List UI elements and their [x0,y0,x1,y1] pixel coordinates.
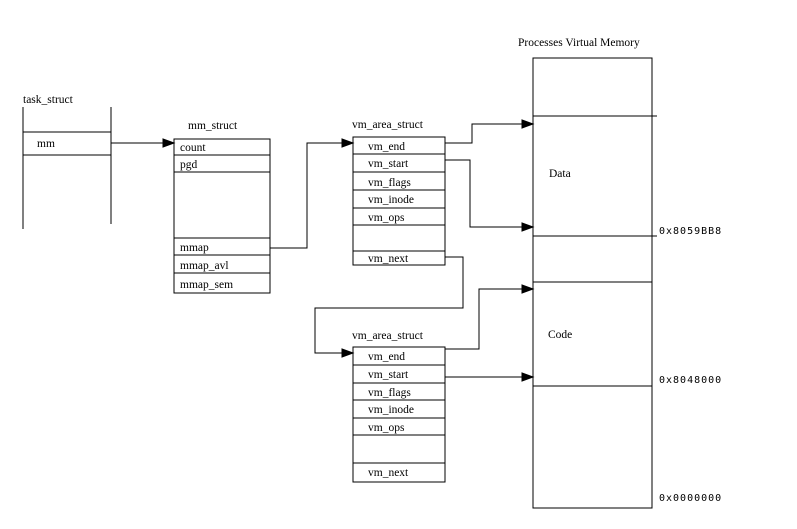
task-struct-group: task_struct mm [22,94,112,229]
connector-vma1-vm-end-to-data-top [445,119,535,144]
connector-line [445,123,522,144]
vm-area-struct-1-group: vm_area_struct vm_end vm_start vm_flags … [352,119,446,266]
mm-struct-title: mm_struct [188,120,238,132]
connector-mmap-to-vma1 [270,138,355,249]
vma2-box [352,346,446,483]
connector-vma1-vm-next-to-vma2 [314,256,464,358]
arrowhead-icon [341,348,355,358]
vma1-row-vm-end: vm_end [368,141,405,153]
task-struct-mm-field: mm [37,138,55,150]
mm-struct-row-mmap: mmap [180,242,209,254]
connector-line [270,142,343,249]
address-code-start: 0x8048000 [659,375,722,386]
vm-area-struct-2-group: vm_area_struct vm_end vm_start vm_flags … [352,330,446,483]
arrowhead-icon [521,119,535,129]
vma1-row-vm-next: vm_next [368,253,409,265]
connector-mm-to-mm-struct [111,138,176,148]
connector-line [314,256,464,354]
mm-struct-box [173,138,271,294]
vma2-row-vm-end: vm_end [368,351,405,363]
connector-vma2-vm-end-to-code-top [445,284,535,350]
arrowhead-icon [521,372,535,382]
task-struct-title: task_struct [23,94,74,106]
code-segment-label: Code [548,329,572,341]
mm-struct-row-mmap-avl: mmap_avl [180,260,229,272]
memory-map-box [532,57,653,509]
vma1-row-vm-start: vm_start [368,158,409,170]
arrowhead-icon [521,284,535,294]
connector-line [445,288,522,350]
arrowhead-icon [162,138,176,148]
vma1-row-vm-flags: vm_flags [368,177,411,189]
memory-map-title: Processes Virtual Memory [518,37,640,49]
arrowhead-icon [341,138,355,148]
address-bottom: 0x0000000 [659,493,722,504]
vma2-row-vm-ops: vm_ops [368,422,405,434]
mm-struct-row-pgd: pgd [180,159,198,171]
vma2-row-vm-inode: vm_inode [368,404,414,416]
mm-struct-row-count: count [180,142,206,154]
vma1-row-vm-inode: vm_inode [368,194,414,206]
virtual-memory-map-group: Processes Virtual Memory Data Code 0x805… [518,37,722,509]
connector-vma1-vm-start-to-data-bottom [445,159,535,232]
data-segment-label: Data [549,168,571,180]
mm-struct-group: mm_struct count pgd mmap mmap_avl mmap_s… [173,120,271,294]
vma2-title: vm_area_struct [352,330,424,342]
vma1-row-vm-ops: vm_ops [368,212,405,224]
vma2-row-vm-next: vm_next [368,467,409,479]
mm-struct-row-mmap-sem: mmap_sem [180,279,233,291]
connector-line [445,159,522,228]
vma2-row-vm-flags: vm_flags [368,387,411,399]
vma1-box [352,136,446,266]
vma2-row-vm-start: vm_start [368,369,409,381]
address-data-start: 0x8059BB8 [659,226,722,237]
connector-vma2-vm-start-to-code-bottom [445,372,535,382]
vma1-title: vm_area_struct [352,119,424,131]
arrowhead-icon [521,222,535,232]
